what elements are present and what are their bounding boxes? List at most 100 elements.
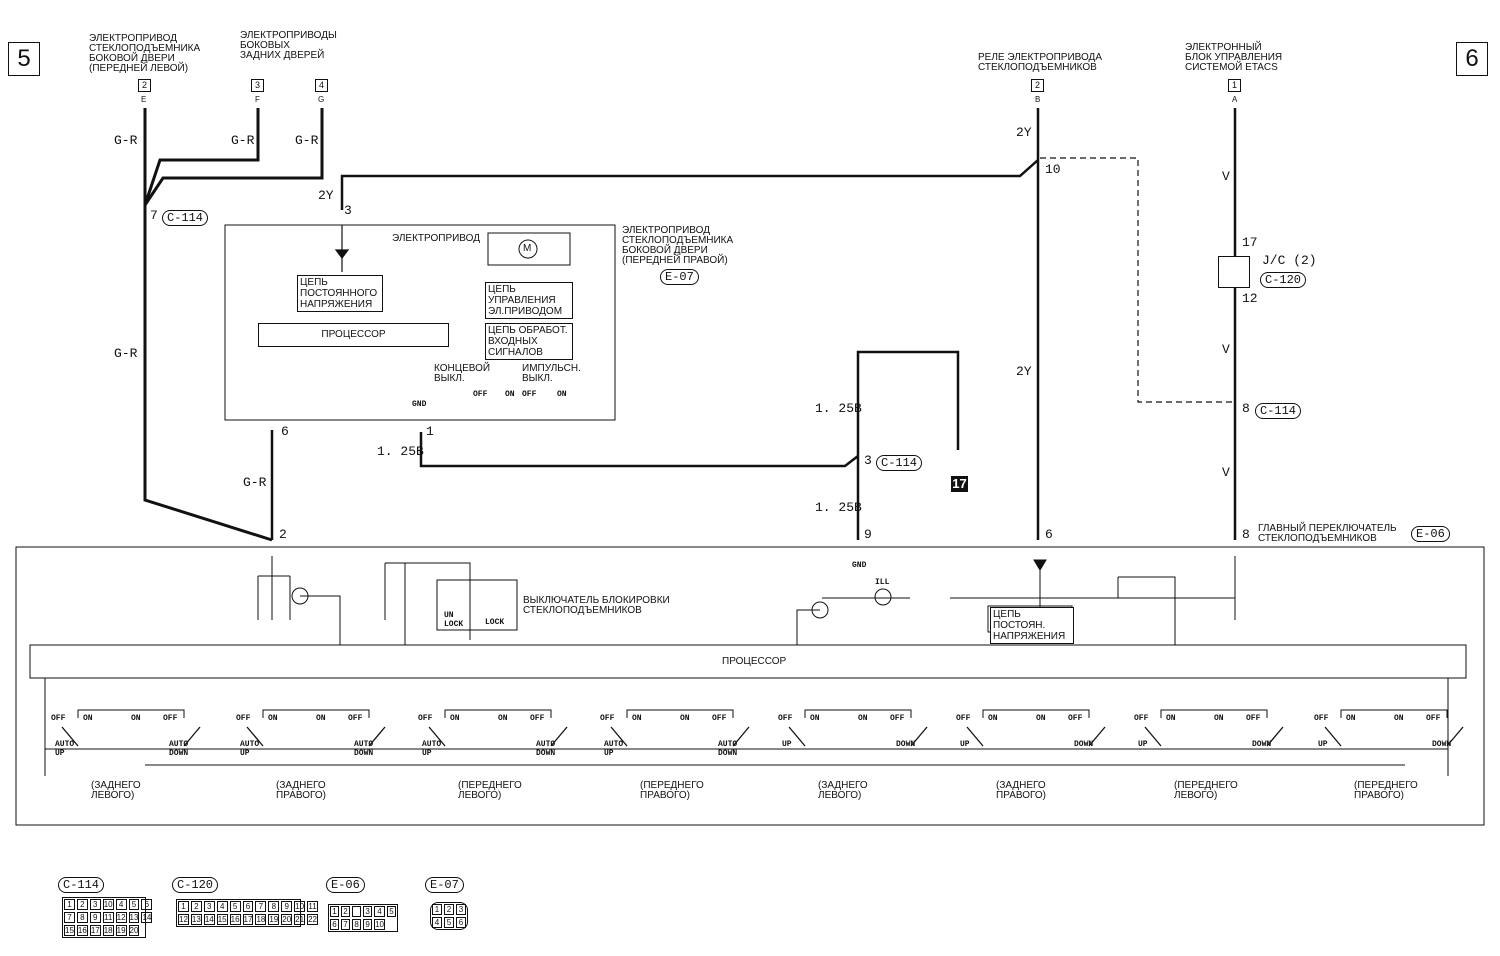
switch-position-a: UP — [960, 740, 970, 749]
switch-common — [1340, 709, 1448, 718]
switch-arm — [246, 726, 264, 747]
wire-label: G-R — [243, 475, 267, 490]
switch-arm — [428, 726, 446, 747]
switch-arm — [1144, 726, 1162, 747]
switch-state: ON — [498, 714, 508, 723]
motor-box — [487, 232, 571, 266]
wire-label: 2Y — [1016, 364, 1032, 379]
terminal-letter: B — [1035, 95, 1041, 104]
connector-pin: 19 — [268, 914, 280, 925]
wire-2y — [340, 108, 1040, 540]
pin-label: 6 — [1045, 527, 1053, 542]
pin-label: 12 — [1242, 291, 1258, 306]
motor-symbol: M — [523, 243, 532, 254]
switch-state: ON — [557, 390, 567, 399]
switch-group-label: (ЗАДНЕГО ПРАВОГО) — [276, 780, 326, 801]
switch-group-label: (ЗАДНЕГО ПРАВОГО) — [996, 780, 1046, 801]
connector-pin: 22 — [307, 914, 318, 925]
switch-state: OFF — [522, 390, 537, 399]
connector-pin: 11 — [102, 912, 114, 923]
unlock-label: UN LOCK — [444, 611, 464, 629]
connector-pin: 14 — [203, 914, 215, 925]
connector-pin: 5 — [229, 901, 241, 912]
connector-view-title: C-120 — [172, 877, 219, 893]
switch-position-a: AUTO UP — [604, 740, 624, 758]
connector-pin: 2 — [444, 904, 454, 915]
input-processing-circuit: ЦЕПЬ ОБРАБОТ. ВХОДНЫХ СИГНАЛОВ — [485, 323, 573, 360]
pin-label: 3 — [864, 453, 872, 468]
connector-tag-c114: C-114 — [162, 210, 209, 226]
connector-pin: 3 — [203, 901, 215, 912]
label-rear-motors: ЭЛЕКТРОПРИВОДЫ БОКОВЫХ ЗАДНИХ ДВЕРЕЙ — [240, 30, 337, 61]
pin-label: 10 — [1045, 162, 1061, 177]
connector-pin: 7 — [64, 912, 75, 923]
gnd-label: GND — [412, 400, 427, 409]
connector-pin: 18 — [102, 925, 114, 936]
switch-state: OFF — [778, 714, 793, 723]
connector-pin: 2 — [341, 906, 351, 917]
connector-pin: 13 — [128, 912, 140, 923]
switch-state: OFF — [712, 714, 727, 723]
switch-state: OFF — [473, 390, 488, 399]
switch-position-a: UP — [782, 740, 792, 749]
connector-pin: 1 — [330, 906, 340, 917]
connector-pin: 5 — [128, 899, 140, 910]
connector-pin: 5 — [444, 917, 454, 928]
pin-label: 3 — [344, 203, 352, 218]
connector-pin: 18 — [255, 914, 267, 925]
connector-pin: 7 — [341, 919, 351, 930]
connector-pin: 9 — [281, 901, 293, 912]
switch-state: OFF — [163, 714, 178, 723]
connector-view-title: E-07 — [425, 877, 464, 893]
connector-pin: 4 — [432, 917, 442, 928]
main-gnd-label: GND — [852, 561, 867, 570]
wire-gr-rear-1 — [143, 108, 260, 206]
switch-position-b: AUTO DOWN — [718, 740, 738, 758]
switch-state: OFF — [1068, 714, 1083, 723]
switch-arm — [732, 726, 750, 747]
switch-state: ON — [632, 714, 642, 723]
wire-label: 2Y — [318, 188, 334, 203]
connector-pin: 10 — [294, 901, 306, 912]
main-switch-border — [15, 546, 1485, 826]
connector-pin: 8 — [268, 901, 280, 912]
switch-state: ON — [450, 714, 460, 723]
wire-gr-front-left — [143, 108, 273, 542]
connector-pin: 13 — [190, 914, 202, 925]
switch-group-label: (ПЕРЕДНЕГО ЛЕВОГО) — [458, 780, 522, 801]
pin-label: 2 — [279, 527, 287, 542]
label-etacs: ЭЛЕКТРОННЫЙ БЛОК УПРАВЛЕНИЯ СИСТЕМОЙ ETA… — [1185, 42, 1283, 73]
switch-state: OFF — [236, 714, 251, 723]
terminal-letter: E — [141, 95, 147, 104]
main-processor-label: ПРОЦЕССОР — [722, 656, 787, 667]
page-number-right: 6 — [1456, 42, 1488, 76]
connector-pin: 11 — [307, 901, 318, 912]
lock-switch-box — [436, 579, 518, 631]
pin-label: 8 — [1242, 401, 1250, 416]
connector-pin: 19 — [115, 925, 127, 936]
switch-state: ON — [316, 714, 326, 723]
switch-state: ON — [1346, 714, 1356, 723]
terminal-num: 3 — [251, 79, 264, 92]
e07-unit-border — [224, 224, 616, 421]
connector-pin: 9 — [363, 919, 373, 930]
switch-arm — [610, 726, 628, 747]
terminal-num: 2 — [1031, 79, 1044, 92]
switch-group-label: (ПЕРЕДНЕГО ПРАВОГО) — [640, 780, 704, 801]
ground-point-17: 17 — [951, 476, 968, 492]
wire-label: 1. 25B — [815, 500, 862, 515]
e07-title: ЭЛЕКТРОПРИВОД СТЕКЛОПОДЪЕМНИКА БОКОВОЙ Д… — [622, 225, 734, 266]
switch-arm — [1266, 726, 1284, 747]
const-voltage-circuit: ЦЕПЬ ПОСТОЯННОГО НАПРЯЖЕНИЯ — [297, 275, 383, 312]
lock-switch-label: ВЫКЛЮЧАТЕЛЬ БЛОКИРОВКИ СТЕКЛОПОДЪЕМНИКОВ — [523, 595, 670, 616]
switch-common — [1160, 709, 1268, 718]
switch-common — [262, 709, 370, 718]
switch-position-b: DOWN — [1074, 740, 1094, 749]
switch-arm — [61, 726, 79, 747]
connector-pin: 8 — [352, 919, 362, 930]
switch-state: ON — [1036, 714, 1046, 723]
switch-state: OFF — [1246, 714, 1261, 723]
wire-gr-rear-2 — [143, 108, 324, 206]
terminal-letter: F — [255, 95, 260, 104]
